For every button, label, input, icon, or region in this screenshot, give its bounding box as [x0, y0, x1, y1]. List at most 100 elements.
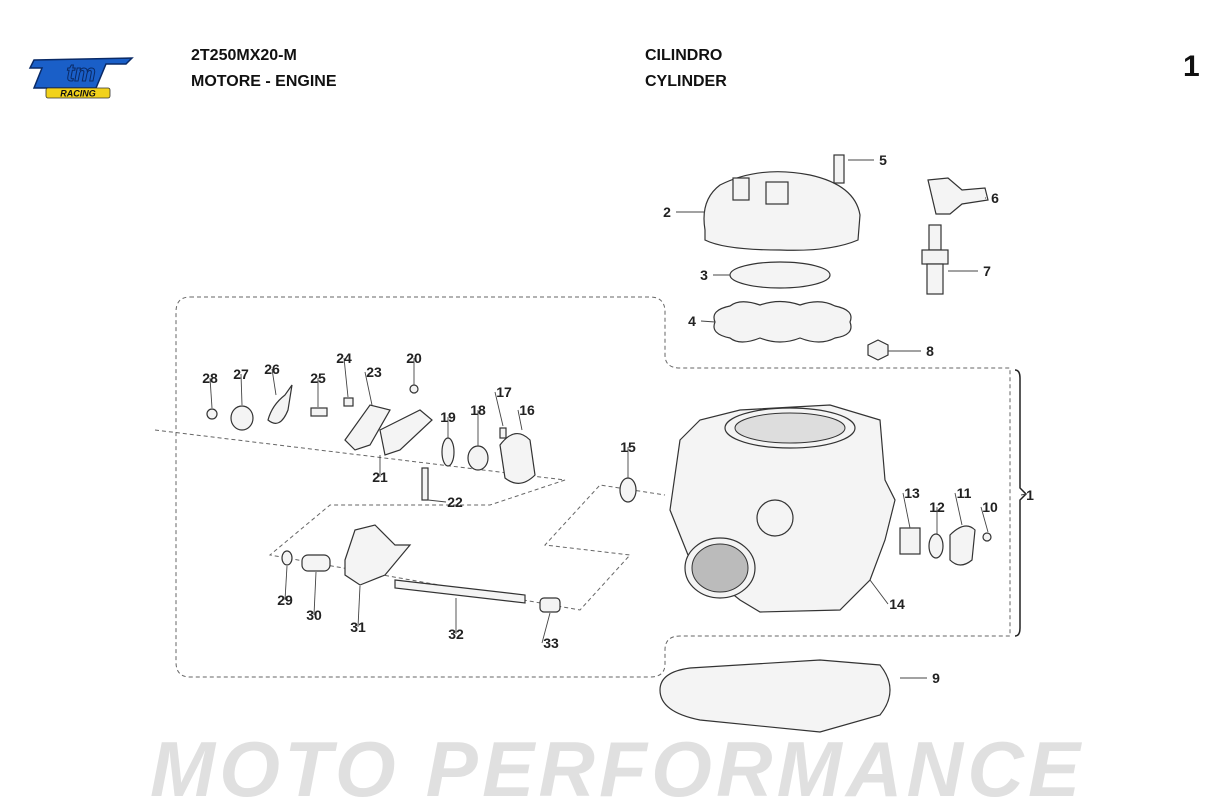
part-ref-label[interactable]: 8: [926, 343, 934, 359]
screw: [499, 427, 507, 439]
callout-7[interactable]: 7: [948, 263, 991, 279]
base-gasket: [659, 659, 891, 733]
part-ref-label[interactable]: 11: [957, 485, 972, 501]
part-ref-label[interactable]: 24: [336, 350, 352, 366]
callout-1[interactable]: 1: [1020, 487, 1034, 503]
part-ref-label[interactable]: 2: [663, 204, 671, 220]
spring: [267, 384, 293, 424]
part-ref-label[interactable]: 31: [350, 619, 366, 635]
callout-12[interactable]: 12: [929, 499, 945, 534]
callout-32[interactable]: 32: [448, 598, 464, 642]
part-ref-label[interactable]: 4: [688, 313, 696, 329]
part-ref-label[interactable]: 17: [496, 384, 512, 400]
part-ref-label[interactable]: 18: [470, 402, 486, 418]
callout-3[interactable]: 3: [700, 267, 730, 283]
part-ref-label[interactable]: 32: [448, 626, 464, 642]
callout-16[interactable]: 16: [517, 402, 535, 431]
callout-2[interactable]: 2: [663, 204, 705, 220]
valve-flange: [499, 433, 536, 484]
callout-24[interactable]: 24: [336, 350, 352, 398]
callout-26[interactable]: 26: [264, 361, 280, 396]
page-number: 1: [1183, 50, 1200, 83]
callout-8[interactable]: 8: [888, 343, 934, 359]
nut-small: [206, 408, 218, 420]
part-ref-label[interactable]: 26: [264, 361, 280, 377]
leader-line: [357, 585, 361, 628]
callout-13[interactable]: 13: [902, 485, 920, 529]
callout-29[interactable]: 29: [277, 565, 293, 608]
section-title-en: CYLINDER: [645, 73, 727, 90]
part-ref-label[interactable]: 5: [879, 152, 887, 168]
part-ref-label[interactable]: 16: [519, 402, 535, 418]
circlip: [441, 437, 455, 467]
callout-15[interactable]: 15: [620, 439, 636, 478]
callout-17[interactable]: 17: [494, 384, 512, 427]
part-ref-label[interactable]: 6: [991, 190, 999, 206]
part-ref-label[interactable]: 7: [983, 263, 991, 279]
callout-27[interactable]: 27: [233, 366, 249, 406]
valve-body: [344, 524, 412, 586]
callout-31[interactable]: 31: [350, 585, 366, 635]
part-ref-label[interactable]: 22: [447, 494, 463, 510]
callout-18[interactable]: 18: [470, 402, 486, 446]
cylinder: [669, 404, 896, 613]
spark-plug: [921, 224, 949, 295]
part-ref-label[interactable]: 1: [1026, 487, 1034, 503]
head-bolt: [833, 154, 845, 184]
watermark: MOTO PERFORMANCE: [150, 725, 1082, 807]
bushing: [899, 527, 921, 555]
callout-25[interactable]: 25: [310, 370, 326, 407]
callout-4[interactable]: 4: [688, 313, 716, 329]
small-nut: [409, 384, 419, 394]
head-gasket: [713, 300, 852, 343]
part-ref-label[interactable]: 15: [620, 439, 636, 455]
part-ref-label[interactable]: 13: [904, 485, 920, 501]
callout-10[interactable]: 10: [980, 499, 998, 533]
leader-line: [209, 377, 213, 409]
callout-30[interactable]: 30: [306, 571, 322, 623]
lever-arm: [344, 404, 391, 451]
part-ref-label[interactable]: 25: [310, 370, 326, 386]
part-ref-label[interactable]: 27: [233, 366, 249, 382]
spark-plug-cap: [927, 177, 989, 215]
part-ref-label[interactable]: 12: [929, 499, 945, 515]
callout-21[interactable]: 21: [372, 455, 388, 485]
leader-line: [240, 373, 243, 406]
leader-line: [427, 499, 447, 503]
callout-33[interactable]: 33: [541, 612, 559, 651]
part-ref-label[interactable]: 29: [277, 592, 293, 608]
callout-9[interactable]: 9: [900, 670, 940, 686]
seal-ring: [928, 533, 944, 559]
callout-11[interactable]: 11: [954, 485, 972, 526]
grub-screw: [343, 397, 354, 407]
callout-6[interactable]: 6: [985, 190, 999, 206]
part-ref-label[interactable]: 20: [406, 350, 422, 366]
callout-23[interactable]: 23: [364, 364, 382, 406]
leader-line: [517, 409, 523, 431]
callout-5[interactable]: 5: [848, 152, 887, 168]
part-ref-label[interactable]: 19: [440, 409, 456, 425]
leader-line: [284, 565, 288, 601]
part-ref-label[interactable]: 23: [366, 364, 382, 380]
callout-20[interactable]: 20: [406, 350, 422, 385]
part-ref-label[interactable]: 21: [372, 469, 388, 485]
callout-22[interactable]: 22: [427, 494, 463, 510]
leader-line: [313, 571, 317, 616]
part-ref-label[interactable]: 9: [932, 670, 940, 686]
part-ref-label[interactable]: 33: [543, 635, 559, 651]
leader-line: [271, 368, 277, 396]
part-ref-label[interactable]: 10: [982, 499, 998, 515]
leader-line: [1020, 493, 1027, 496]
part-ref-label[interactable]: 14: [889, 596, 905, 612]
section-title-it: CILINDRO: [645, 47, 723, 64]
leader-line: [954, 492, 963, 526]
part-ref-label[interactable]: 28: [202, 370, 218, 386]
svg-text:RACING: RACING: [60, 89, 96, 99]
callout-19[interactable]: 19: [440, 409, 456, 438]
callout-14[interactable]: 14: [869, 579, 905, 612]
leader-line: [364, 371, 373, 406]
part-ref-label[interactable]: 30: [306, 607, 322, 623]
part-ref-label[interactable]: 3: [700, 267, 708, 283]
leader-line: [869, 579, 889, 605]
callout-28[interactable]: 28: [202, 370, 218, 409]
